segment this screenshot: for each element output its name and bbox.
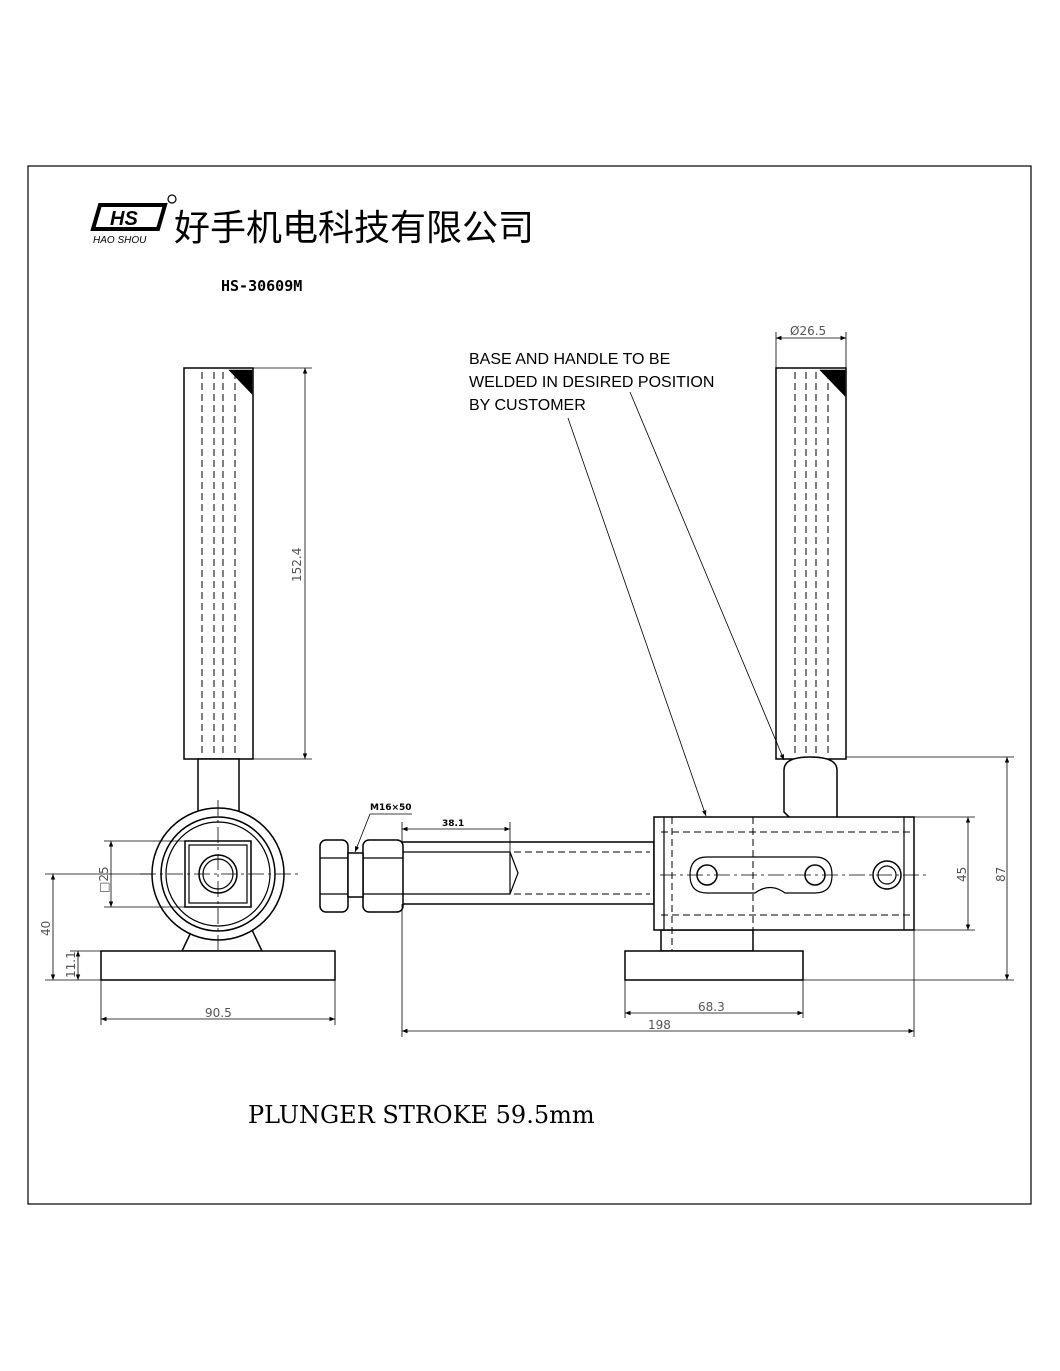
right-dimensions: Ø26.5 M16×50 38.1 45 87 68.3 198 — [354, 324, 1014, 1037]
registered-mark — [167, 194, 177, 204]
dim-overall-height: 87 — [994, 867, 1008, 882]
model-number: HS-30609M — [221, 277, 302, 295]
logo-subtitle: HAO SHOU — [93, 235, 147, 246]
right-handle-chamfer — [819, 369, 846, 397]
left-handle — [183, 367, 254, 760]
dim-handle-diameter: Ø26.5 — [790, 324, 826, 338]
plunger-shaft — [401, 841, 655, 905]
weld-note: BASE AND HANDLE TO BE WELDED IN DESIRED … — [469, 351, 785, 817]
right-view — [319, 367, 930, 981]
left-handle-neck — [197, 758, 240, 817]
plunger-stroke-note: PLUNGER STROKE 59.5mm — [248, 1101, 595, 1129]
left-view — [100, 367, 336, 981]
note-line-1: BASE AND HANDLE TO BE — [469, 351, 670, 368]
dim-handle-length: 152.4 — [290, 548, 304, 582]
dim-thread: M16×50 — [370, 803, 412, 813]
dim-thread-length: 38.1 — [442, 819, 464, 829]
link-plate — [689, 856, 833, 894]
right-base — [624, 950, 804, 981]
left-dimensions: 152.4 □25 40 11.1 90.5 — [39, 367, 336, 1025]
dim-base-width: 90.5 — [205, 1006, 232, 1020]
left-base — [100, 950, 336, 981]
sheet-frame — [27, 165, 1032, 1205]
dim-center-height: 40 — [39, 921, 53, 936]
jam-nut — [319, 839, 349, 913]
dim-base-thickness: 11.1 — [64, 951, 78, 978]
hex-nut — [362, 839, 404, 913]
note-line-3: BY CUSTOMER — [469, 397, 586, 414]
right-foot-support — [660, 929, 754, 952]
dim-square-size: □25 — [97, 866, 111, 893]
right-handle — [775, 367, 847, 760]
dim-overall-length: 198 — [648, 1018, 671, 1032]
note-line-2: WELDED IN DESIRED POSITION — [469, 374, 714, 391]
company-logo: HS HAO SHOU — [90, 194, 177, 246]
logo-badge — [90, 203, 168, 231]
company-name: 好手机电科技有限公司 — [174, 208, 534, 249]
washer — [347, 852, 364, 898]
dim-base-length: 68.3 — [698, 1000, 725, 1014]
dim-body-height: 45 — [955, 867, 969, 882]
logo-mark: HS — [110, 208, 138, 230]
